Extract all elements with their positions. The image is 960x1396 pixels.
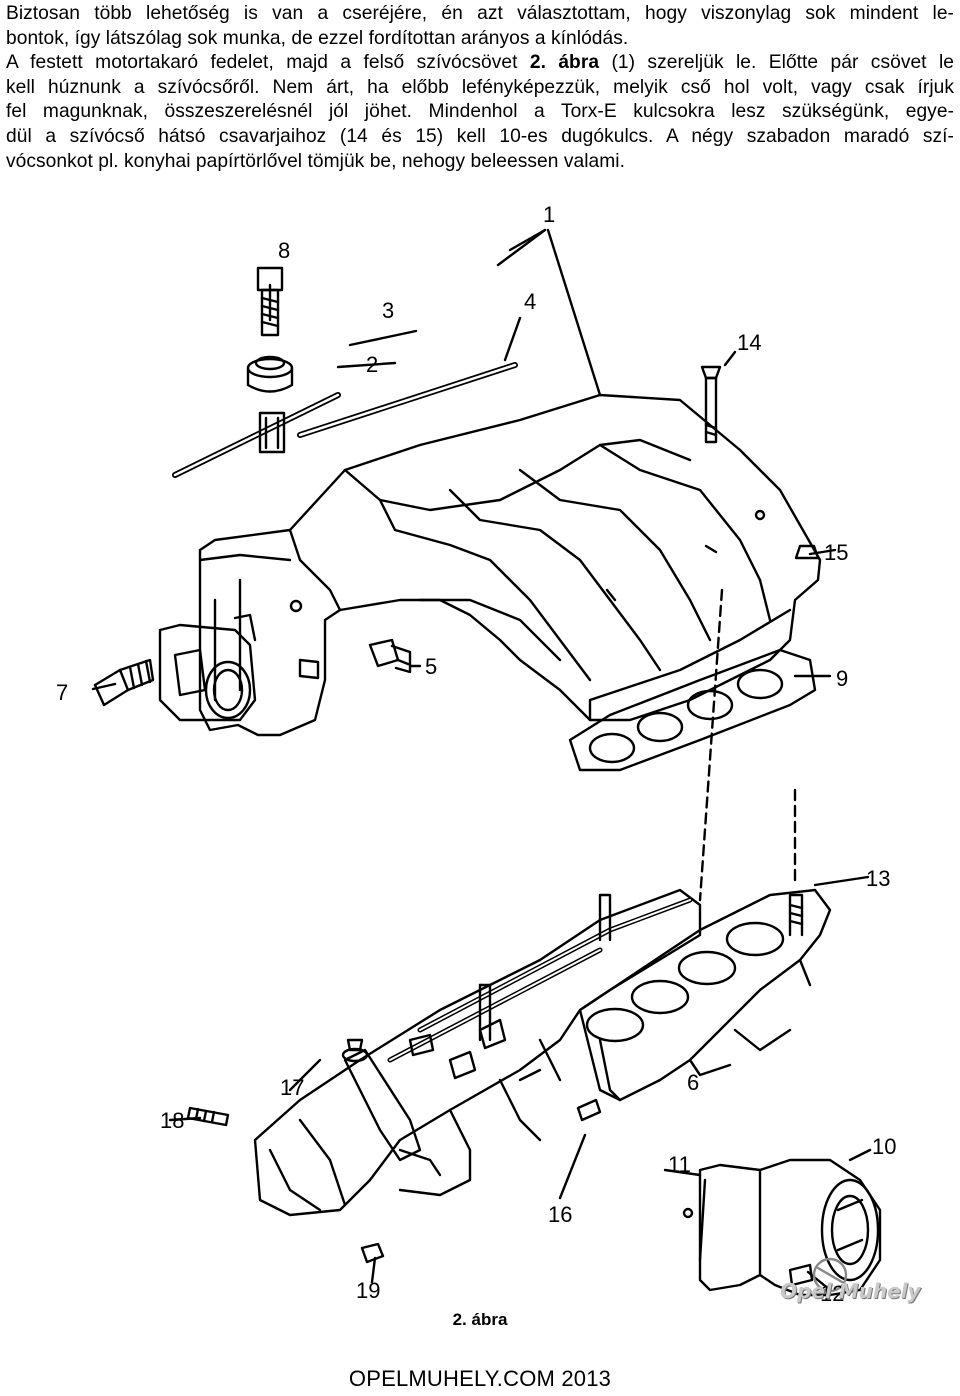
text-line: vócsonkot pl. konyhai papírtörlővel tömj… [6, 150, 625, 172]
callout-label: 16 [548, 1202, 572, 1227]
callout-label: 2 [366, 352, 378, 377]
callout-label: 19 [356, 1278, 380, 1303]
text-line: bontok, így látszólag sok munka, de ezze… [6, 27, 629, 49]
callout-label: 1 [543, 202, 555, 227]
callout-label: 8 [278, 238, 290, 263]
callout-label: 7 [56, 680, 68, 705]
page-footer: OPELMUHELY.COM 2013 [348, 1366, 612, 1391]
callout-label: 9 [836, 666, 848, 691]
callout-labels: 1 2 3 4 5 6 7 8 9 10 11 12 13 14 15 16 1… [56, 202, 896, 1306]
text-line: Biztosan több lehetőség is van a cseréjé… [6, 3, 954, 24]
callout-label: 3 [382, 298, 394, 323]
opelmuhely-watermark-logo: Opel Muhely [780, 1279, 921, 1303]
text-segment: A festett motortakaró fedelet, majd a fe… [6, 52, 530, 74]
figure-caption: 2. ábra [452, 1310, 508, 1329]
callout-label: 18 [160, 1108, 184, 1133]
text-line: A festett motortakaró fedelet, majd a fe… [6, 51, 954, 76]
intake-manifold-diagram: 1 2 3 4 5 6 7 8 9 10 11 12 13 14 15 16 1… [56, 202, 896, 1306]
callout-label: 14 [737, 330, 761, 355]
callout-label: 17 [280, 1075, 304, 1100]
callout-label: 6 [687, 1070, 699, 1095]
callout-label: 4 [524, 289, 536, 314]
text-line: fel magunknak, összeszerelésnél jól jöhe… [6, 101, 954, 123]
callout-label: 15 [824, 540, 848, 565]
text-segment: (1) szereljük le. Előtte pár csövet le [599, 52, 954, 74]
callout-label: 13 [866, 866, 890, 891]
body-paragraph: Biztosan több lehetőség is van a cseréjé… [6, 2, 954, 174]
figure-reference: 2. ábra [529, 52, 600, 74]
callout-label: 5 [425, 654, 437, 679]
callout-label: 11 [668, 1152, 691, 1177]
text-line: kell húznunk a szívócsőről. Nem árt, ha … [6, 76, 954, 98]
callout-label: 12 [820, 1281, 844, 1306]
callout-label: 10 [872, 1134, 896, 1159]
text-line: dül a szívócső hátsó csavarjaihoz (14 és… [6, 125, 954, 147]
